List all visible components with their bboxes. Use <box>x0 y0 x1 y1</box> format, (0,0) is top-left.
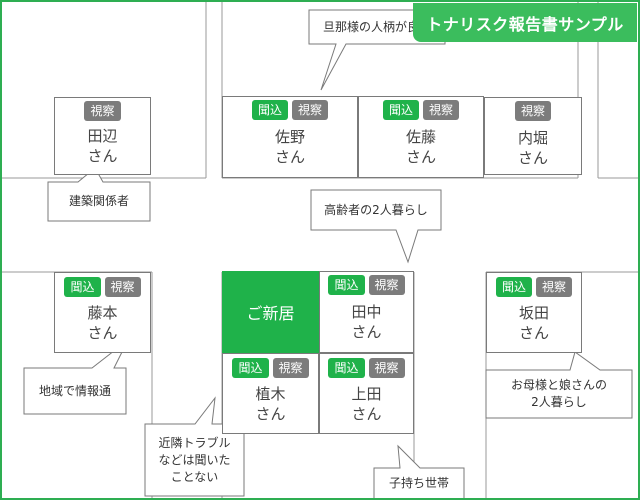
note-line: 高齢者の2人暮らし <box>324 202 428 217</box>
house-ueda: 聞込 視察 上田 さん <box>319 353 414 434</box>
note-line: 旦那様の人柄が良い <box>322 19 431 34</box>
inspect-tag: 視察 <box>423 100 460 120</box>
house-honorific: さん <box>351 323 382 341</box>
note-line: などは聞いた <box>158 452 231 467</box>
note-line: 近隣トラブル <box>158 435 231 450</box>
inspect-tag: 視察 <box>514 101 551 121</box>
house-name: 佐藤 <box>405 128 436 146</box>
new-home-label: ご新居 <box>246 304 295 323</box>
note-elderly: 高齢者の2人暮らし <box>311 190 441 230</box>
visit-tag: 聞込 <box>495 277 532 297</box>
visit-tag: 聞込 <box>328 358 365 378</box>
house-sato: 聞込 視察 佐藤 さん <box>358 96 484 178</box>
house-name: 坂田 <box>518 304 549 322</box>
visit-tag: 聞込 <box>382 100 419 120</box>
inspect-tag: 視察 <box>272 358 309 378</box>
house-ueki: 聞込 視察 植木 さん <box>222 353 319 434</box>
house-sakata: 聞込 視察 坂田 さん <box>486 272 582 353</box>
house-name: 佐野 <box>274 128 305 146</box>
note-local-callout <box>23 339 129 415</box>
note-callouts <box>23 9 633 500</box>
note-line: ことない <box>170 469 219 484</box>
visit-tag: 聞込 <box>328 275 365 295</box>
house-honorific: さん <box>255 405 286 423</box>
house-tanaka: 聞込 視察 田中 さん <box>319 271 414 353</box>
inspect-tag: 視察 <box>104 277 141 297</box>
house-honorific: さん <box>518 324 549 342</box>
house-name: 植木 <box>255 385 286 403</box>
house-name: 田中 <box>351 303 382 321</box>
house-honorific: さん <box>87 324 118 342</box>
note-husband: 旦那様の人柄が良い <box>309 10 445 44</box>
note-architect: 建築関係者 <box>48 182 150 221</box>
house-honorific: さん <box>405 148 436 166</box>
note-architect-callout <box>47 167 151 222</box>
note-mother-callout <box>485 351 633 419</box>
inspect-tag: 視察 <box>368 275 405 295</box>
house-name: 藤本 <box>87 304 118 322</box>
house-fujimoto: 聞込 視察 藤本 さん <box>54 272 151 353</box>
house-name: 上田 <box>351 385 382 403</box>
house-name: 内堀 <box>517 129 548 147</box>
note-children-callout <box>373 444 465 500</box>
visit-tag: 聞込 <box>232 358 269 378</box>
note-children: 子持ち世帯 <box>374 468 464 498</box>
house-honorific: さん <box>87 147 118 165</box>
note-line: お母様と娘さんの <box>510 378 607 392</box>
inspect-tag: 視察 <box>292 100 329 120</box>
note-line: 建築関係者 <box>68 194 129 208</box>
note-line: 2人暮らし <box>531 395 587 409</box>
note-local: 地域で情報通 <box>24 368 126 414</box>
note-line: 子持ち世帯 <box>388 475 449 490</box>
note-trouble: 近隣トラブル などは聞いた ことない <box>145 424 244 496</box>
inspect-tag: 視察 <box>536 277 573 297</box>
house-tanabe: 視察 田辺 さん <box>54 97 151 175</box>
house-uchibori: 視察 内堀 さん <box>484 97 582 175</box>
inspect-tag: 視察 <box>368 358 405 378</box>
house-honorific: さん <box>351 405 382 423</box>
note-elderly-callout <box>310 189 442 264</box>
visit-tag: 聞込 <box>251 100 288 120</box>
house-sano: 聞込 視察 佐野 さん <box>222 96 358 178</box>
house-honorific: さん <box>274 148 305 166</box>
inspect-tag: 視察 <box>84 101 121 121</box>
house-name: 田辺 <box>87 127 118 145</box>
house-new-home: ご新居 <box>222 271 319 353</box>
note-line: 地域で情報通 <box>38 383 111 398</box>
house-honorific: さん <box>517 149 548 167</box>
visit-tag: 聞込 <box>64 277 101 297</box>
report-title: トナリスク報告書サンプル <box>413 3 637 42</box>
note-mother: お母様と娘さんの 2人暮らし <box>486 370 632 418</box>
